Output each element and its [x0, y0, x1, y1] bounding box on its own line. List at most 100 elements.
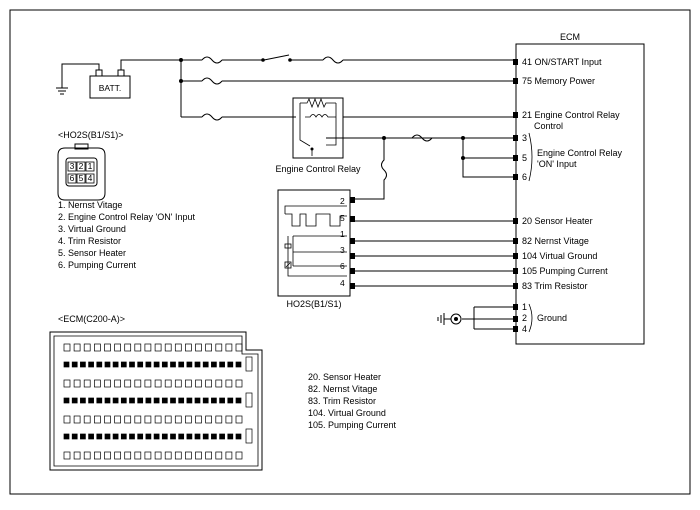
- ecm-connector-key: [245, 392, 253, 408]
- sensor-label: HO2S(B1/S1): [286, 299, 341, 309]
- ho2s-connector-title: <HO2S(B1/S1)>: [58, 130, 124, 140]
- heater-wire: [322, 213, 347, 227]
- ecm-pin-83: [513, 283, 518, 289]
- ecm-legend-item: 20. Sensor Heater: [308, 372, 381, 382]
- ecm-connector-cavity: [94, 379, 101, 388]
- ecm-connector-cavity: [211, 361, 217, 368]
- ecm-pin-label: 20 Sensor Heater: [522, 216, 593, 226]
- fuse-icon: [201, 77, 223, 85]
- ecm-connector-cavity: [63, 361, 70, 368]
- sensor-wire: [293, 235, 347, 267]
- ecm-connector-cavity: [145, 433, 152, 440]
- ecm-pin-20: [513, 218, 518, 224]
- ecm-connector-cavity: [164, 415, 172, 424]
- ecm-connector-cavity: [144, 415, 152, 424]
- ecm-connector-cavity: [186, 397, 193, 404]
- ecm-connector-cavity: [124, 451, 132, 460]
- ecm-connector-cavity: [104, 361, 111, 368]
- ecm-connector-cavity: [225, 415, 233, 424]
- sensor-cell: [284, 243, 292, 249]
- ecm-connector-cavity: [63, 433, 70, 440]
- connector-pin-num: 2: [79, 161, 84, 171]
- ecm-connector-cavity: [88, 397, 94, 404]
- ecm-connector-cavity: [195, 415, 202, 424]
- ecm-pin-label: 41 ON/START Input: [522, 57, 602, 67]
- ecm-connector-cavity: [63, 415, 71, 424]
- ecm-box: [515, 43, 645, 345]
- ecm-connector-cavity: [71, 361, 78, 368]
- relay-coil: [305, 114, 336, 118]
- ecm-connector-cavity: [104, 451, 111, 460]
- ecm-connector-cavity: [219, 433, 225, 440]
- ecm-pin-label: 82 Nernst Vitage: [522, 236, 589, 246]
- ecm-connector-cavity: [154, 415, 162, 424]
- ecm-pin-6: [513, 174, 518, 180]
- ecm-connector-cavity: [205, 379, 212, 388]
- ecm-connector-cavity: [235, 379, 243, 388]
- ecm-pin-label: Control: [534, 121, 563, 131]
- ecm-connector-cavity: [94, 343, 101, 352]
- connector-pin-num: 3: [70, 161, 75, 171]
- ecm-connector-cavity: [202, 397, 209, 404]
- ecm-pin-105: [513, 268, 518, 274]
- ecm-legend-item: 104. Virtual Ground: [308, 408, 386, 418]
- sensor-pin-5: [350, 216, 355, 222]
- ecm-pin-4: [513, 326, 518, 332]
- ecm-connector-cavity: [104, 397, 111, 404]
- ground-point-icon: [454, 317, 458, 321]
- connector-cavity: [67, 161, 77, 172]
- sensor-pin-num: 4: [340, 278, 345, 288]
- ecm-connector-cavity: [112, 397, 119, 404]
- sensor-pin-6: [350, 268, 355, 274]
- ecm-connector-cavity: [63, 379, 71, 388]
- relay-switch: [299, 117, 311, 147]
- ecm-connector-cavity: [215, 451, 223, 460]
- ecm-connector-cavity: [120, 433, 127, 440]
- sensor-cell: [284, 261, 292, 269]
- ecm-connector-cavity: [194, 433, 201, 440]
- ecm-connector-key: [245, 356, 253, 372]
- battery-terminal-pos: [117, 69, 125, 77]
- sensor-cell: [285, 262, 291, 268]
- sensor-pin-2: [350, 197, 355, 203]
- brace-ground: [528, 303, 533, 333]
- ecm-connector-cavity: [227, 433, 234, 440]
- battery-label: BATT.: [99, 83, 122, 93]
- ecm-connector-cavity: [73, 451, 81, 460]
- ecm-connector-cavity: [215, 379, 223, 388]
- ecm-connector-cavity: [134, 451, 142, 460]
- ecm-connector-cavity: [83, 379, 91, 388]
- ecm-connector-cavity: [225, 343, 233, 352]
- ecm-connector-cavity: [185, 451, 192, 460]
- ecm-connector-cavity: [104, 343, 111, 352]
- ecm-connector-cavity: [104, 433, 111, 440]
- ecm-connector-cavity: [63, 397, 70, 404]
- ecm-connector-cavity: [174, 451, 182, 460]
- ecm-pin-label: 83 Trim Resistor: [522, 281, 588, 291]
- ecm-connector-cavity: [154, 343, 162, 352]
- ecm-pin-label: 2: [522, 313, 527, 323]
- connector-cavity: [85, 173, 95, 184]
- ecm-connector-cavity: [80, 361, 86, 368]
- heater-wire: [284, 205, 347, 214]
- relay-box: [292, 97, 344, 159]
- ecm-connector-cavity: [161, 361, 168, 368]
- ecm-connector-cavity: [134, 415, 142, 424]
- ecm-connector-cavity: [205, 343, 212, 352]
- ho2s-legend-item: 5. Sensor Heater: [58, 248, 126, 258]
- fuse-icon: [201, 56, 223, 64]
- ecm-connector-cavity: [225, 379, 233, 388]
- ho2s-legend-item: 3. Virtual Ground: [58, 224, 126, 234]
- battery: BATT.: [56, 59, 181, 99]
- ecm-connector-cavity: [73, 379, 81, 388]
- ecm-connector-cavity: [63, 451, 71, 460]
- ecm-connector-cavity: [153, 361, 160, 368]
- ecm-connector-housing: [49, 331, 263, 471]
- ecm-connector-cavity: [235, 361, 242, 368]
- ecm-connector-cavity: [112, 361, 119, 368]
- ecm-connector-cavity: [195, 379, 202, 388]
- ignition-switch-icon: [263, 54, 290, 61]
- ecm-connector-cavity: [114, 415, 121, 424]
- relay-on-input-label: 'ON' Input: [537, 159, 577, 169]
